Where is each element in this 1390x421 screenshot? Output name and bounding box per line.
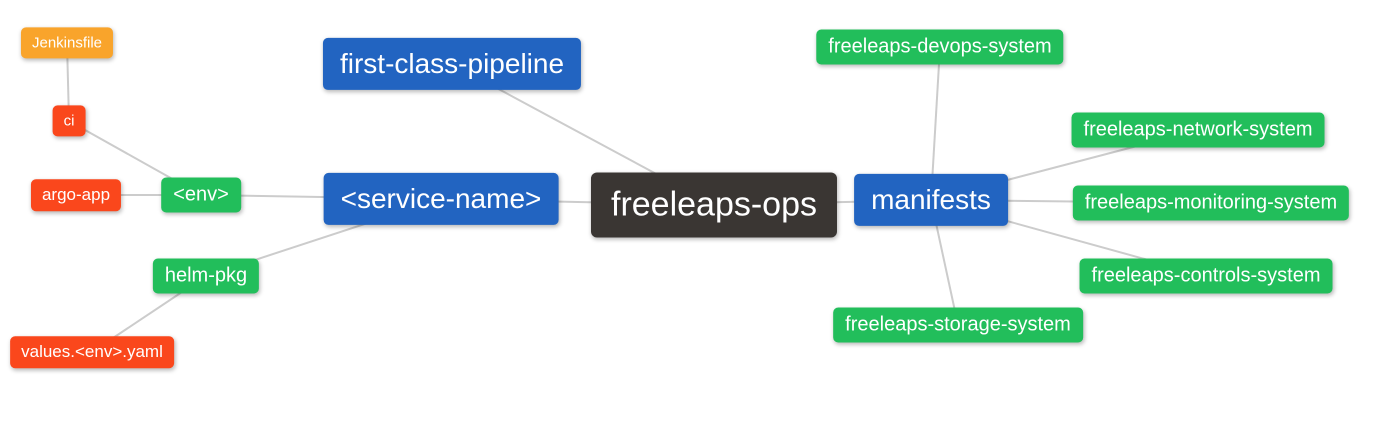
node-freeleaps-controls-system[interactable]: freeleaps-controls-system <box>1079 258 1333 294</box>
node-argo-app[interactable]: argo-app <box>30 179 122 211</box>
node-values-env-yaml[interactable]: values.<env>.yaml <box>10 336 174 368</box>
node-first-class-pipeline[interactable]: first-class-pipeline <box>322 37 582 91</box>
node-jenkinsfile[interactable]: Jenkinsfile <box>20 27 114 59</box>
node-helm-pkg[interactable]: helm-pkg <box>152 258 260 294</box>
node-service-name[interactable]: <service-name> <box>323 172 559 226</box>
node-freeleaps-devops-system[interactable]: freeleaps-devops-system <box>816 29 1064 65</box>
node-freeleaps-network-system[interactable]: freeleaps-network-system <box>1071 112 1325 148</box>
node-ci[interactable]: ci <box>52 105 86 137</box>
node-manifests[interactable]: manifests <box>854 173 1008 227</box>
node-freeleaps-monitoring-system[interactable]: freeleaps-monitoring-system <box>1072 185 1350 221</box>
node-env[interactable]: <env> <box>161 177 241 213</box>
node-freeleaps-ops[interactable]: freeleaps-ops <box>590 172 838 238</box>
node-freeleaps-storage-system[interactable]: freeleaps-storage-system <box>833 307 1083 343</box>
